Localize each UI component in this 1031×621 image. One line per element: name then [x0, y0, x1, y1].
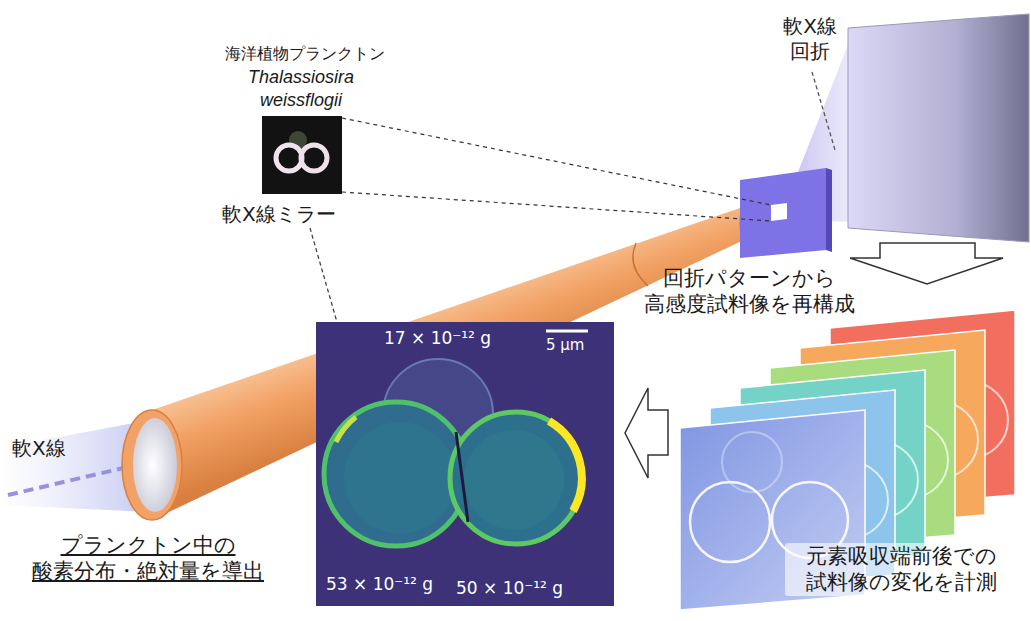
plate-edge — [826, 168, 832, 252]
leader-line — [812, 72, 835, 150]
label-text: 元素吸収端前後での 試料像の変化を計測 — [785, 543, 1017, 596]
label-text: プランクトン中の 酸素分布・絶対量を導出 — [22, 532, 274, 585]
label-text: 回折パターンから 高感度試料像を再構成 — [640, 265, 858, 318]
cell — [450, 412, 582, 544]
cell-interior — [344, 422, 456, 534]
mass-label: 53 × 10⁻¹² g — [326, 574, 433, 595]
sample-plate — [740, 168, 826, 258]
cell-gap — [456, 432, 468, 522]
tube-joint — [633, 243, 648, 286]
cell — [324, 402, 468, 546]
plankton-cell — [301, 145, 327, 171]
plankton-cell — [276, 145, 302, 171]
result-image: 17 × 10⁻¹² g 5 μm 53 × 10⁻¹² g 50 × 10⁻¹² g — [316, 322, 614, 606]
sample-window — [771, 203, 787, 221]
tube-opening — [122, 410, 182, 520]
label-text: 軟X線 回折 — [770, 14, 850, 64]
mass-label: 50 × 10⁻¹² g — [456, 578, 563, 599]
leader-line — [342, 118, 771, 205]
map-ground — [316, 322, 614, 606]
detector-screen — [848, 14, 1029, 242]
leader-line — [342, 192, 771, 221]
cell-outline — [690, 482, 770, 562]
scale-label: 5 μm — [546, 336, 584, 355]
label-text: 軟X線ミラー — [222, 202, 372, 227]
oxygen-hotspot — [549, 421, 582, 511]
oxygen-map — [316, 322, 614, 606]
label-text: Thalassiosira weissflogii — [237, 66, 365, 111]
beam-arrow — [8, 466, 132, 495]
oxygen-hotspot — [336, 417, 356, 442]
mass-label: 17 × 10⁻¹² g — [384, 328, 491, 349]
scale-bar — [546, 330, 588, 333]
plankton-photo — [262, 116, 342, 194]
label-text: 軟X線 — [12, 436, 102, 461]
tube-bore — [133, 418, 177, 512]
process-arrow — [625, 388, 668, 478]
label-text: 海洋植物プランクトン — [205, 44, 405, 64]
cell-interior — [464, 430, 564, 530]
process-arrow — [850, 243, 1003, 284]
